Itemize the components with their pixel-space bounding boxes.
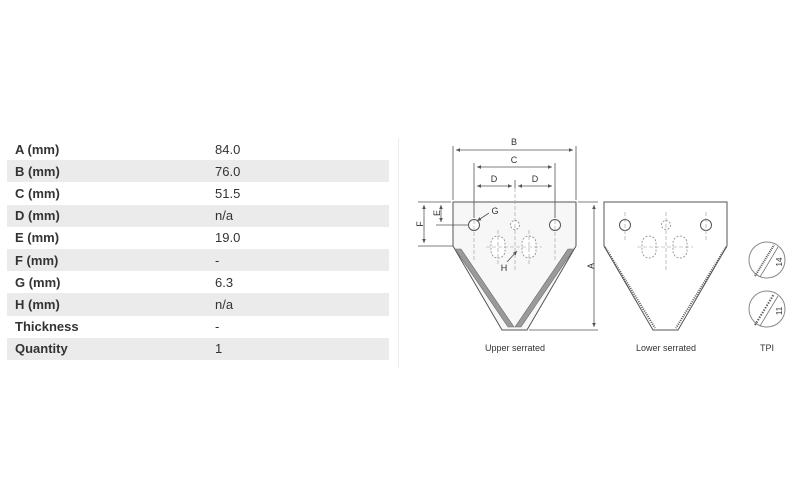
spec-row-b: B (mm) 76.0 — [7, 160, 389, 183]
spec-label: E (mm) — [15, 230, 60, 246]
spec-value: n/a — [207, 204, 389, 227]
spec-row-h: H (mm) n/a — [7, 293, 389, 316]
dim-label-f: F — [415, 221, 425, 227]
upper-serration-left — [454, 248, 515, 328]
dim-label-d-right: D — [532, 174, 539, 184]
spec-label: D (mm) — [7, 204, 207, 227]
spec-label: A (mm) — [15, 141, 60, 157]
spec-value: 51.5 — [215, 185, 241, 201]
spec-value: 84.0 — [215, 141, 241, 157]
dim-label-d-left: D — [491, 174, 498, 184]
tpi-11-icon: 11 — [748, 290, 786, 328]
spec-label: F (mm) — [7, 248, 207, 272]
tpi-14-label: 14 — [775, 257, 784, 266]
caption-lower-serrated: Lower serrated — [636, 343, 696, 353]
specification-table: A (mm) 84.0 B (mm) 76.0 C (mm) 51.5 D (m… — [7, 138, 389, 360]
spec-row-d: D (mm) n/a — [7, 204, 389, 227]
spec-value: n/a — [207, 293, 389, 316]
dim-label-b: B — [511, 137, 517, 147]
upper-hole-left — [468, 219, 480, 231]
dimension-lines — [418, 146, 598, 331]
spec-row-quantity: Quantity 1 — [7, 337, 389, 360]
spec-row-f: F (mm) - — [7, 248, 389, 272]
upper-hole-right — [549, 219, 561, 231]
spec-label: Quantity — [7, 337, 207, 360]
spec-value: 19.0 — [215, 230, 241, 246]
spec-label: C (mm) — [15, 185, 60, 201]
dim-label-c: C — [511, 155, 518, 165]
lower-serrated-blade — [603, 201, 728, 331]
lower-blade-outline — [603, 201, 728, 331]
tpi-14-icon: 14 — [748, 241, 786, 279]
spec-value: 1 — [207, 337, 389, 360]
spec-label: H (mm) — [7, 293, 207, 316]
upper-serrated-blade — [452, 188, 577, 331]
dim-label-e: E — [432, 210, 442, 216]
spec-value: 6.3 — [215, 274, 234, 290]
dim-label-g: G — [491, 206, 498, 216]
caption-upper-serrated: Upper serrated — [485, 343, 545, 353]
spec-label: G (mm) — [15, 274, 61, 290]
spec-label: B (mm) — [7, 160, 207, 183]
caption-tpi: TPI — [760, 343, 774, 353]
spec-value: 76.0 — [207, 160, 389, 183]
spec-label: Thickness — [15, 319, 79, 335]
tpi-11-label: 11 — [775, 306, 784, 315]
lower-serration-left — [604, 246, 656, 329]
spec-row-a: A (mm) 84.0 — [7, 138, 389, 160]
spec-row-g: G (mm) 6.3 — [7, 271, 389, 293]
dim-label-a: A — [586, 263, 596, 269]
spec-row-c: C (mm) 51.5 — [7, 182, 389, 204]
lower-center-lines — [624, 212, 707, 270]
lower-serration-right — [675, 246, 727, 329]
spec-value: - — [215, 319, 220, 335]
dim-label-h: H — [501, 263, 508, 273]
upper-serration-right — [514, 248, 575, 328]
spec-row-thickness: Thickness - — [7, 316, 389, 338]
spec-row-e: E (mm) 19.0 — [7, 227, 389, 249]
section-divider — [398, 138, 399, 368]
spec-value: - — [207, 248, 389, 272]
